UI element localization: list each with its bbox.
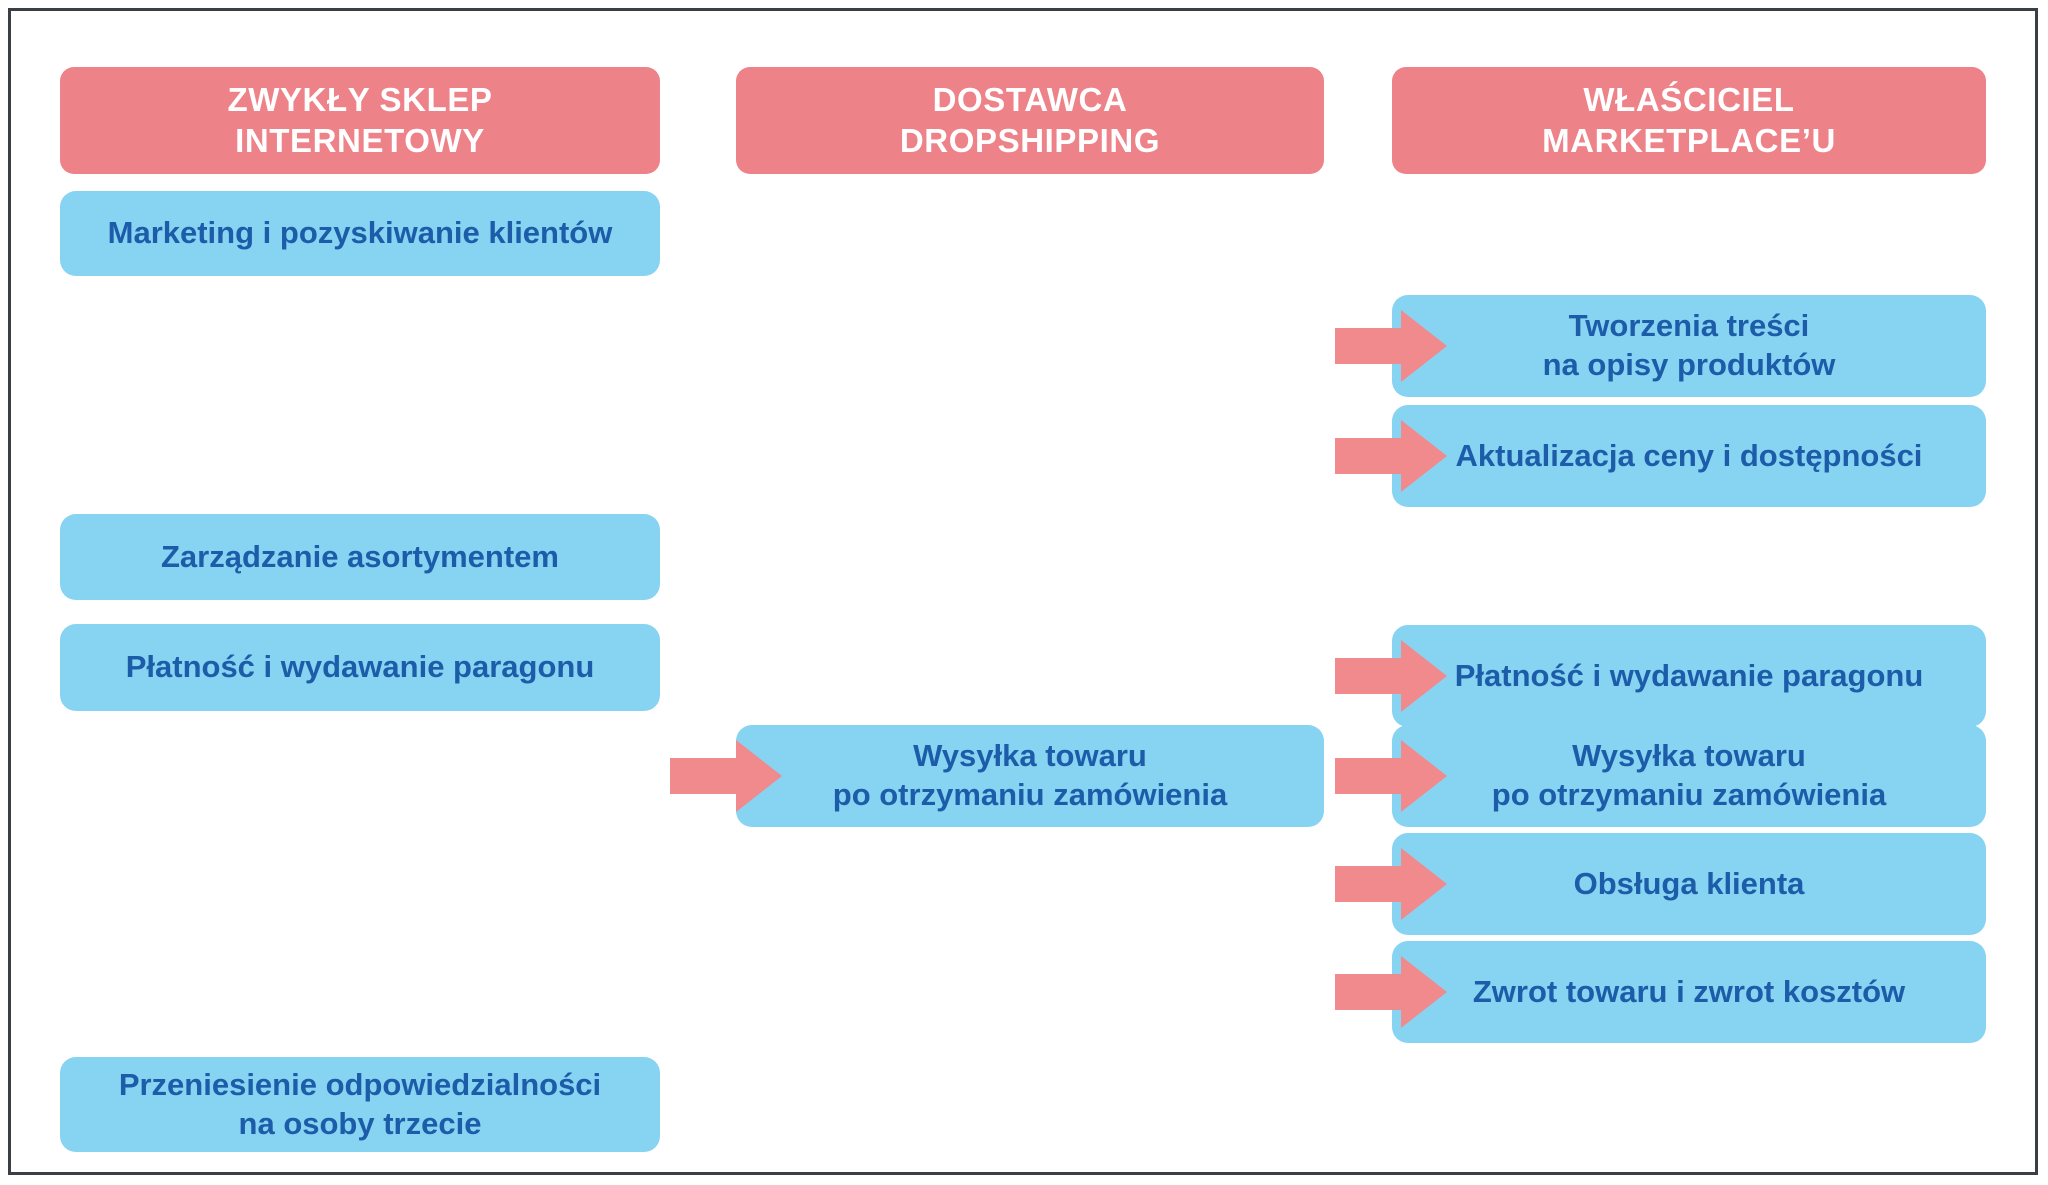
node-marketing-i-pozyskiwanie-klientow[interactable]: Marketing i pozyskiwanie klientów: [60, 191, 660, 276]
diagram-frame: ZWYKŁY SKLEP INTERNETOWY DOSTAWCA DROPSH…: [8, 8, 2038, 1175]
column-header-ordinary-shop: ZWYKŁY SKLEP INTERNETOWY: [60, 67, 660, 174]
node-platnosc-i-wydawanie-paragonu-right[interactable]: Płatność i wydawanie paragonu: [1392, 625, 1986, 727]
node-przeniesienie-odpowiedzialnosci[interactable]: Przeniesienie odpowiedzialności na osoby…: [60, 1057, 660, 1152]
node-wysylka-towaru-middle[interactable]: Wysyłka towaru po otrzymaniu zamówienia: [736, 725, 1324, 827]
node-platnosc-i-wydawanie-paragonu-left[interactable]: Płatność i wydawanie paragonu: [60, 624, 660, 711]
column-header-marketplace-owner: WŁAŚCICIEL MARKETPLACE’U: [1392, 67, 1986, 174]
node-obsluga-klienta[interactable]: Obsługa klienta: [1392, 833, 1986, 935]
node-wysylka-towaru-right[interactable]: Wysyłka towaru po otrzymaniu zamówienia: [1392, 725, 1986, 827]
node-zarzadzanie-asortymentem[interactable]: Zarządzanie asortymentem: [60, 514, 660, 600]
column-header-dropshipping-supplier: DOSTAWCA DROPSHIPPING: [736, 67, 1324, 174]
node-tworzenia-tresci-na-opisy-produktow[interactable]: Tworzenia treści na opisy produktów: [1392, 295, 1986, 397]
node-zwrot-towaru-i-zwrot-kosztow[interactable]: Zwrot towaru i zwrot kosztów: [1392, 941, 1986, 1043]
diagram-canvas: ZWYKŁY SKLEP INTERNETOWY DOSTAWCA DROPSH…: [11, 11, 2041, 1178]
node-aktualizacja-ceny-i-dostepnosci[interactable]: Aktualizacja ceny i dostępności: [1392, 405, 1986, 507]
